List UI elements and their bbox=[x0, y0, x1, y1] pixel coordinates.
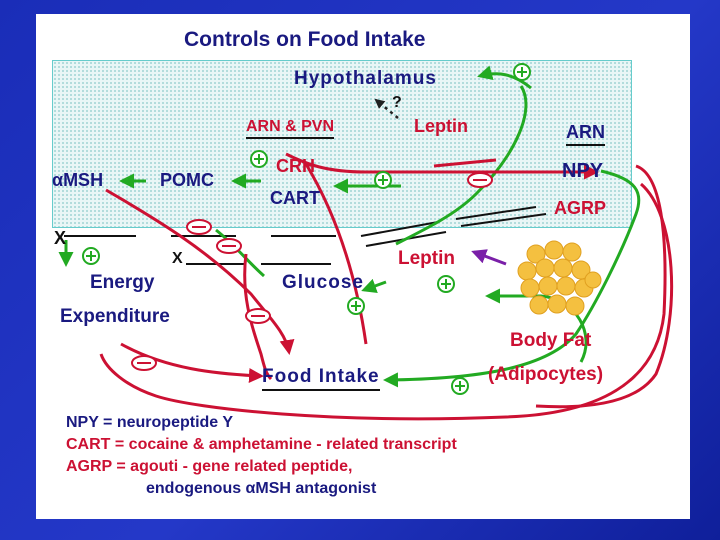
label-glucose: Glucose bbox=[282, 272, 364, 293]
label-leptin-mid: Leptin bbox=[398, 248, 455, 269]
diagram-title: Controls on Food Intake bbox=[184, 28, 426, 51]
label-x-left: X bbox=[54, 228, 67, 248]
glossary: NPY = neuropeptide Y CART = cocaine & am… bbox=[66, 412, 457, 500]
glossary-definition: endogenous αMSH antagonist bbox=[146, 480, 377, 497]
label-x-mid: X bbox=[172, 250, 183, 267]
adipocyte-cluster bbox=[517, 240, 602, 316]
label-expenditure: Expenditure bbox=[60, 306, 170, 327]
diagram-canvas bbox=[58, 63, 674, 421]
label-energy: Energy bbox=[90, 272, 155, 293]
inhibition-bars bbox=[64, 206, 547, 265]
glossary-definition: = agouti - gene related peptide, bbox=[111, 458, 353, 475]
plus-signs bbox=[82, 63, 531, 395]
minus-signs bbox=[131, 172, 493, 371]
label-alpha-msh: αMSH bbox=[52, 170, 104, 190]
label-question: ? bbox=[392, 94, 402, 111]
glossary-definition: = cocaine & amphetamine - related transc… bbox=[110, 436, 457, 453]
glossary-row-agrp: AGRP = agouti - gene related peptide, bbox=[66, 456, 457, 478]
glossary-row-npy: NPY = neuropeptide Y bbox=[66, 412, 457, 434]
slide: Controls on Food Intake Hypothalamus ? A… bbox=[36, 14, 690, 519]
green-arrows bbox=[58, 65, 641, 388]
glossary-row-cart: CART = cocaine & amphetamine - related t… bbox=[66, 434, 457, 456]
label-hypothalamus: Hypothalamus bbox=[294, 68, 437, 89]
label-agrp: AGRP bbox=[554, 198, 607, 218]
label-npy: NPY bbox=[562, 160, 604, 182]
label-leptin-top: Leptin bbox=[414, 116, 468, 136]
glossary-term: AGRP bbox=[66, 458, 112, 475]
hypothalamus-region bbox=[52, 60, 632, 228]
label-pomc: POMC bbox=[160, 170, 214, 190]
dotted-leptin-arn-arrow bbox=[374, 98, 399, 119]
glossary-term: NPY bbox=[66, 414, 99, 431]
label-food-intake: Food Intake bbox=[262, 366, 380, 391]
label-adipocytes: (Adipocytes) bbox=[488, 364, 604, 385]
label-cart: CART bbox=[270, 188, 320, 208]
glossary-term: CART bbox=[66, 436, 111, 453]
glossary-definition: = neuropeptide Y bbox=[98, 414, 234, 431]
glossary-row-antagonist: endogenous αMSH antagonist bbox=[66, 478, 457, 500]
red-arrows bbox=[99, 152, 674, 421]
label-crh: CRH bbox=[276, 156, 315, 176]
label-arn: ARN bbox=[566, 122, 605, 146]
label-body-fat: Body Fat bbox=[510, 330, 592, 351]
label-arn-pvn: ARN & PVN bbox=[246, 118, 335, 139]
purple-leptin-arrow bbox=[471, 249, 507, 266]
